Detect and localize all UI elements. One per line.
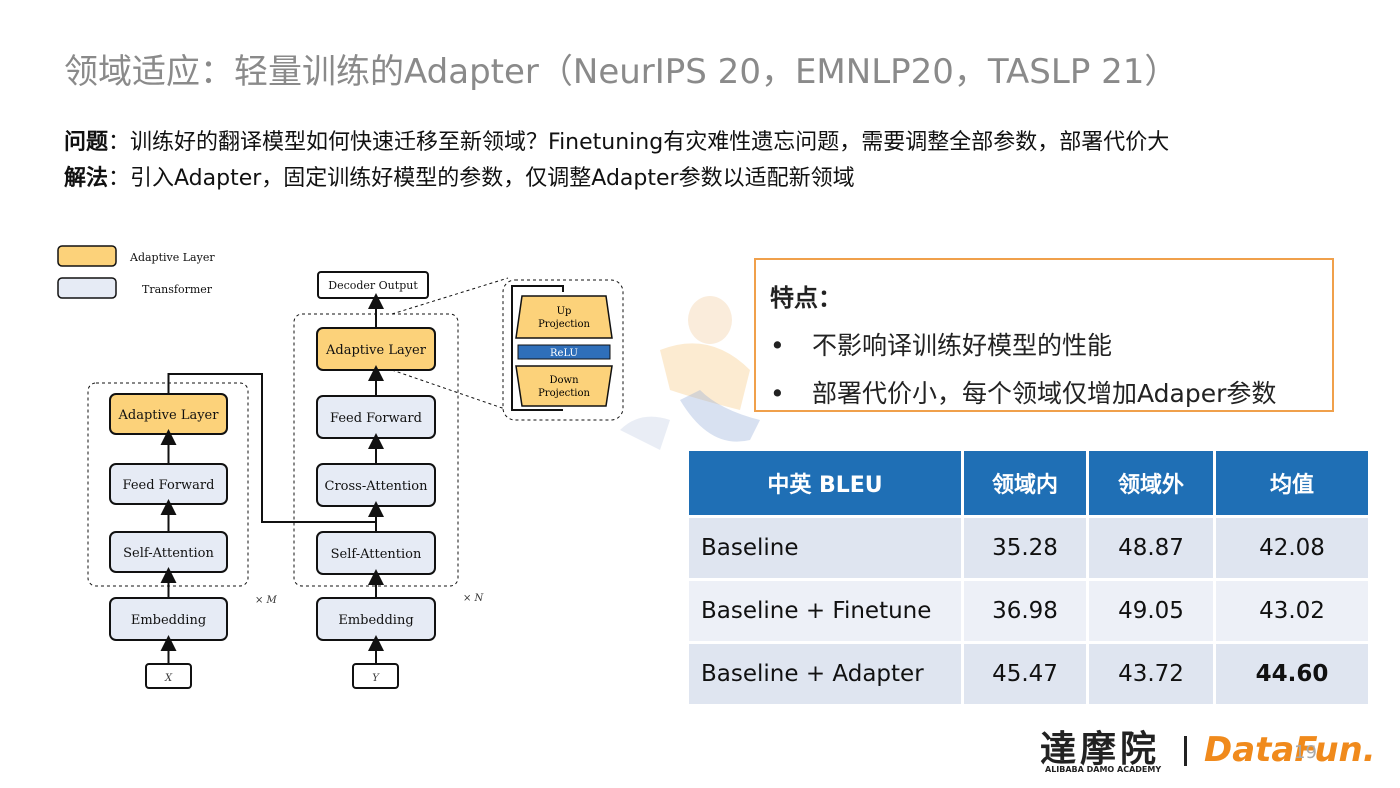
relu-block bbox=[517, 344, 611, 360]
decoder-sa-label: Self-Attention bbox=[331, 547, 422, 562]
adapter-architecture-diagram: Adaptive Layer Transformer × M Adaptive … bbox=[57, 245, 624, 689]
table-cell: 36.98 bbox=[961, 578, 1089, 644]
table-header-cell: 领域外 bbox=[1086, 448, 1216, 518]
encoder-sa-label: Self-Attention bbox=[123, 546, 214, 561]
table-cell: Baseline + Adapter bbox=[686, 641, 964, 707]
datafun-logo: DataFun. bbox=[1204, 730, 1376, 770]
feature-item-text: 部署代价小，每个领域仅增加Adaper参数 bbox=[812, 379, 1277, 408]
table-cell: 45.47 bbox=[961, 641, 1089, 707]
table-row: Baseline + Adapter 45.47 43.72 44.60 bbox=[686, 641, 1371, 707]
up-projection-label-2: Projection bbox=[538, 319, 590, 330]
solution-label: 解法 bbox=[64, 166, 109, 191]
table-cell: Baseline bbox=[686, 515, 964, 581]
table-header-cell: 中英 BLEU bbox=[686, 448, 964, 518]
encoder-embedding-label: Embedding bbox=[131, 613, 206, 628]
down-projection-label-1: Down bbox=[549, 375, 579, 386]
page-number: 19 bbox=[1294, 742, 1317, 763]
table-cell: 43.02 bbox=[1213, 578, 1371, 644]
page-title: 领域适应：轻量训练的Adapter（NeurIPS 20，EMNLP20，TAS… bbox=[64, 52, 1179, 92]
decoder-output-label: Decoder Output bbox=[328, 279, 418, 292]
encoder-adaptive-label: Adaptive Layer bbox=[118, 408, 220, 423]
decoder-adaptive-label: Adaptive Layer bbox=[325, 343, 427, 358]
table-header-cell: 均值 bbox=[1213, 448, 1371, 518]
legend-transformer-label: Transformer bbox=[142, 283, 213, 296]
encoder-input-label: X bbox=[164, 673, 173, 684]
features-box: 特点： •不影响译训练好模型的性能 •部署代价小，每个领域仅增加Adaper参数 bbox=[754, 258, 1334, 412]
decoder-embedding-label: Embedding bbox=[338, 613, 413, 628]
decoder-ff-label: Feed Forward bbox=[330, 411, 422, 426]
feature-item: •部署代价小，每个领域仅增加Adaper参数 bbox=[770, 379, 1277, 408]
table-cell: 42.08 bbox=[1213, 515, 1371, 581]
feature-item: •不影响译训练好模型的性能 bbox=[770, 331, 1113, 360]
table-cell: 43.72 bbox=[1086, 641, 1216, 707]
up-projection-block bbox=[515, 295, 613, 339]
relu-label: ReLU bbox=[550, 348, 578, 359]
table-header-cell: 领域内 bbox=[961, 448, 1089, 518]
problem-line: 问题：训练好的翻译模型如何快速迁移至新领域？Finetuning有灾难性遗忘问题… bbox=[64, 124, 1169, 156]
damo-logo: 達摩院 bbox=[1040, 728, 1161, 770]
encoder-repeat-label: × M bbox=[255, 595, 278, 606]
bleu-table: 中英 BLEU 领域内 领域外 均值 Baseline 35.28 48.87 … bbox=[686, 448, 1371, 707]
table-cell: 35.28 bbox=[961, 515, 1089, 581]
table-cell: 48.87 bbox=[1086, 515, 1216, 581]
table-header-row: 中英 BLEU 领域内 领域外 均值 bbox=[686, 448, 1371, 518]
feature-item-text: 不影响译训练好模型的性能 bbox=[812, 331, 1113, 360]
table-cell: Baseline + Finetune bbox=[686, 578, 964, 644]
decoder-input-label: Y bbox=[372, 673, 380, 684]
damo-logo-subtitle: ALIBABA DAMO ACADEMY bbox=[1045, 765, 1162, 774]
table-cell-highlight: 44.60 bbox=[1213, 641, 1371, 707]
table-row: Baseline 35.28 48.87 42.08 bbox=[686, 515, 1371, 581]
solution-text: ：引入Adapter，固定训练好模型的参数，仅调整Adapter参数以适配新领域 bbox=[108, 166, 855, 191]
up-projection-label-1: Up bbox=[557, 306, 572, 317]
decoder-ca-label: Cross-Attention bbox=[325, 479, 429, 494]
features-title: 特点： bbox=[770, 284, 842, 312]
down-projection-block bbox=[515, 365, 613, 407]
decorative-figure-illustration bbox=[620, 296, 760, 450]
logo-divider bbox=[1184, 736, 1187, 766]
table-row: Baseline + Finetune 36.98 49.05 43.02 bbox=[686, 578, 1371, 644]
legend-adaptive-label: Adaptive Layer bbox=[129, 251, 215, 264]
problem-label: 问题 bbox=[64, 130, 109, 155]
encoder-ff-label: Feed Forward bbox=[123, 478, 215, 493]
decoder-repeat-label: × N bbox=[463, 593, 485, 604]
legend-transformer-swatch bbox=[57, 277, 117, 299]
solution-line: 解法：引入Adapter，固定训练好模型的参数，仅调整Adapter参数以适配新… bbox=[64, 160, 855, 192]
problem-text: ：训练好的翻译模型如何快速迁移至新领域？Finetuning有灾难性遗忘问题，需… bbox=[108, 130, 1170, 155]
legend-adaptive-swatch bbox=[57, 245, 117, 267]
down-projection-label-2: Projection bbox=[538, 388, 590, 399]
table-cell: 49.05 bbox=[1086, 578, 1216, 644]
